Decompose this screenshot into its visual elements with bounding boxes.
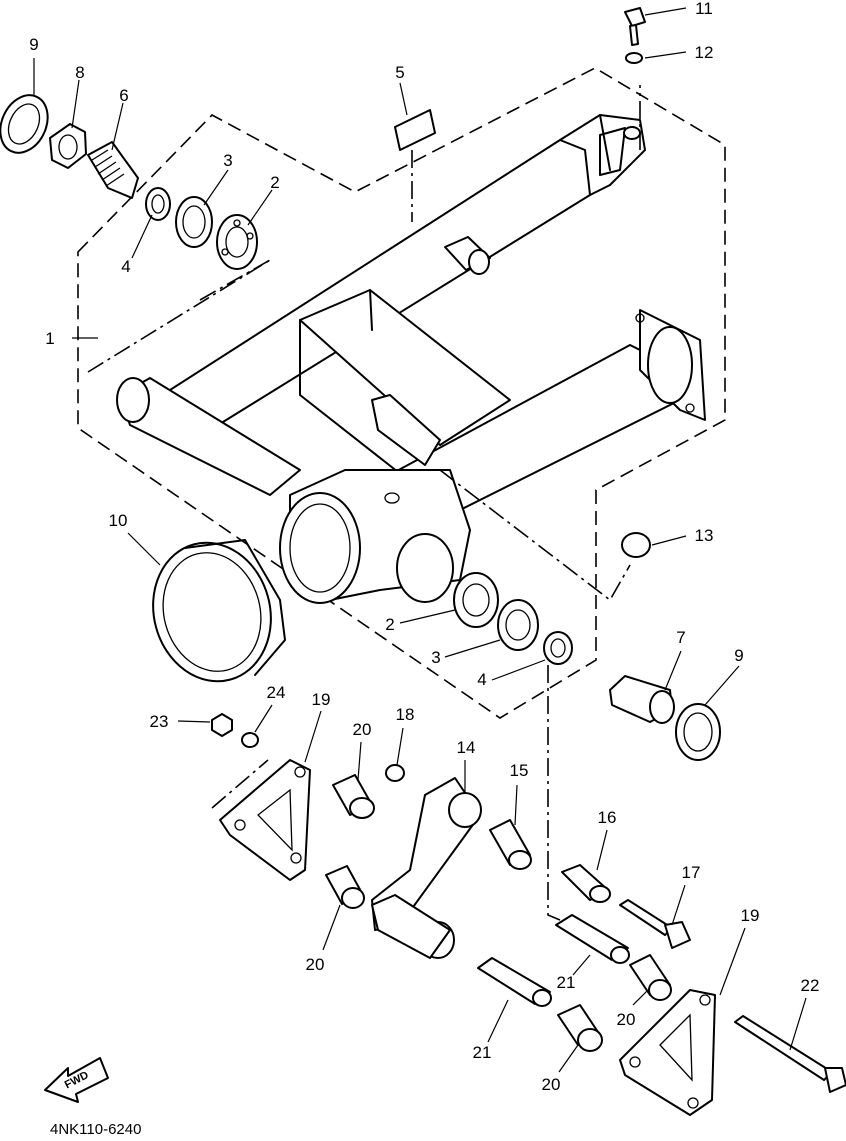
collar-20-d — [557, 1004, 603, 1052]
swingarm — [116, 114, 706, 604]
callout-10: 10 — [109, 511, 128, 530]
callout-21: 21 — [557, 973, 576, 992]
collar-16 — [561, 864, 611, 903]
assembly-boundary — [77, 67, 726, 719]
relay-arm-19-left — [219, 759, 311, 881]
collar-4-right — [543, 631, 573, 665]
callout-23: 23 — [150, 712, 169, 731]
pivot-bolt-7 — [609, 675, 675, 724]
bolt-22 — [734, 1015, 846, 1093]
callout-16: 16 — [598, 808, 617, 827]
connecting-arm-14 — [371, 777, 482, 959]
spacer-21-left — [477, 957, 552, 1007]
collar-center — [444, 236, 491, 275]
callout-2-right: 2 — [385, 615, 394, 634]
callout-20-b: 20 — [306, 955, 325, 974]
guide-line — [87, 259, 271, 373]
callout-3-right: 3 — [431, 648, 440, 667]
washer-12 — [625, 52, 643, 64]
guide-line — [547, 665, 561, 921]
diagram-code: 4NK110-6240 — [50, 1121, 141, 1138]
callout-24: 24 — [267, 683, 286, 702]
callout-3: 3 — [223, 151, 232, 170]
nut-18 — [385, 764, 405, 782]
oil-seal-9 — [0, 94, 49, 154]
bearing-2-right — [453, 572, 499, 628]
bolt-11 — [624, 7, 646, 46]
callout-20: 20 — [353, 720, 372, 739]
callout-11: 11 — [695, 0, 713, 18]
plate-5 — [394, 109, 436, 151]
callout-15: 15 — [510, 761, 529, 780]
callout-7: 7 — [676, 628, 685, 647]
callout-14: 14 — [457, 738, 476, 757]
callout-1: 1 — [45, 329, 54, 348]
callout-13: 13 — [695, 526, 714, 545]
guide-line — [199, 259, 271, 301]
callout-4: 4 — [121, 257, 130, 276]
callout-17: 17 — [682, 863, 701, 882]
callout-21-left: 21 — [473, 1043, 492, 1062]
cap-13 — [621, 532, 651, 558]
callout-19-right: 19 — [741, 906, 760, 925]
callout-9: 9 — [29, 35, 38, 54]
collar-20-b — [325, 865, 365, 909]
relay-arm-19-right — [619, 989, 716, 1116]
bearing-2 — [216, 214, 258, 270]
callout-2: 2 — [270, 173, 279, 192]
callout-9-right: 9 — [734, 646, 743, 665]
callout-20-c: 20 — [617, 1010, 636, 1029]
oil-seal-3-right — [497, 599, 539, 651]
cap-9-right — [675, 703, 721, 761]
collar-15 — [489, 819, 532, 870]
callout-4-right: 4 — [477, 670, 486, 689]
collar-20-c — [629, 954, 672, 1001]
callout-19: 19 — [312, 690, 331, 709]
bearing-housing-10 — [152, 539, 286, 683]
callout-18: 18 — [396, 705, 415, 724]
spacer-21-right — [555, 914, 630, 964]
callout-labels: 9 8 6 3 2 4 5 1 11 12 10 13 2 3 4 7 9 23… — [29, 0, 819, 1094]
collar-4 — [145, 187, 171, 221]
callout-22: 22 — [801, 976, 820, 995]
oil-seal-3 — [175, 196, 213, 248]
washer-24 — [241, 732, 259, 748]
callout-20-d: 20 — [542, 1075, 561, 1094]
callout-12: 12 — [695, 43, 714, 62]
callout-5: 5 — [395, 63, 404, 82]
guide-line — [211, 759, 269, 809]
guide-line — [439, 469, 631, 602]
callout-8: 8 — [75, 63, 84, 82]
fwd-arrow-icon: FWD — [44, 1057, 109, 1103]
nut-8 — [49, 123, 87, 169]
nut-23 — [211, 713, 233, 737]
collar-20-a — [332, 774, 375, 819]
leader-lines — [33, 7, 807, 1073]
bolt-17 — [619, 899, 691, 949]
pivot-shaft-6 — [87, 141, 139, 199]
callout-6: 6 — [119, 86, 128, 105]
